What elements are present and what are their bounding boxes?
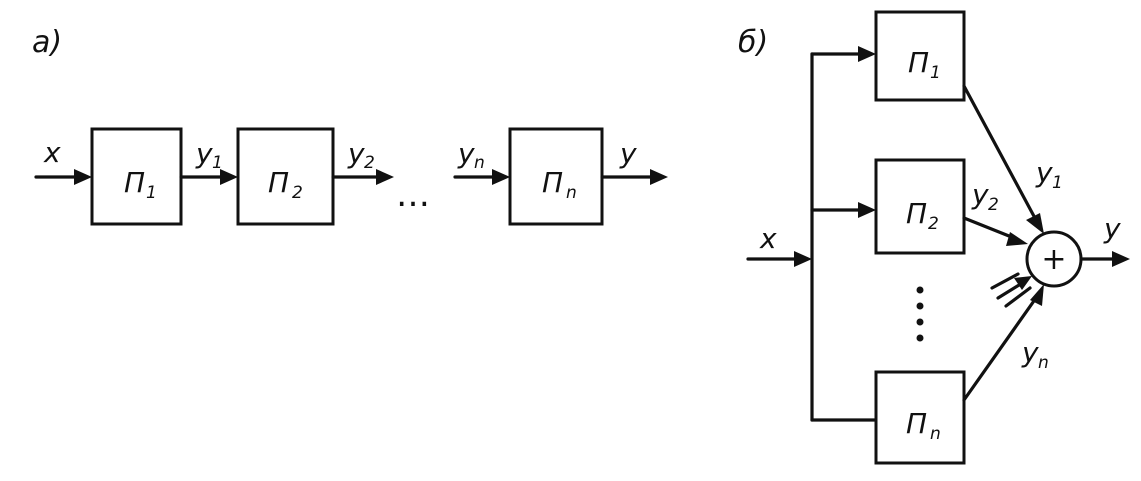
- panel-b-extra-input-3: [1004, 286, 1032, 308]
- panel-b-dot-4: [916, 334, 924, 342]
- panel-b-parallel: б) x П 1 П 2 П n +: [738, 10, 1130, 465]
- panel-b-block-1-name: П: [908, 46, 929, 79]
- panel-b-signal-n-sub: n: [1038, 353, 1049, 373]
- panel-a-link-n-in-arrowhead: [492, 169, 510, 185]
- panel-b-block-1: [874, 10, 966, 102]
- panel-b-block-2: [874, 158, 966, 255]
- panel-a-ellipsis: …: [396, 175, 430, 215]
- panel-a-block-n-name: П: [542, 166, 563, 199]
- panel-b-dot-1: [916, 286, 924, 294]
- panel-b-dot-3: [916, 318, 924, 326]
- panel-b-output-label: y: [1103, 212, 1121, 245]
- panel-a-input-arrowhead: [74, 169, 92, 185]
- panel-b-branch-1-arrowhead: [858, 46, 876, 62]
- panel-b-y2-arrowhead: [1006, 232, 1028, 246]
- panel-a-block-2-name: П: [268, 166, 289, 199]
- panel-b-input-arrowhead: [794, 251, 812, 267]
- panel-b-y2-line: [962, 216, 1016, 240]
- panel-a-link-2-out-arrowhead: [376, 169, 394, 185]
- panel-a-series: а) x П 1 y 1 П 2 y 2 … y n П n: [32, 25, 668, 226]
- panel-a-signal-2-sub: 2: [364, 153, 375, 173]
- panel-b-block-1-sub: 1: [930, 63, 941, 83]
- panel-b-dot-2: [916, 302, 924, 310]
- panel-b-yn-line: [962, 296, 1038, 402]
- panel-a-signal-2-name: y: [347, 137, 365, 170]
- panel-b-label: б): [738, 25, 768, 60]
- panel-b-signal-1-name: y: [1035, 156, 1053, 189]
- panel-b-summer-sign: +: [1041, 242, 1066, 277]
- panel-a-block-2-sub: 2: [292, 183, 303, 203]
- panel-a-block-1-name: П: [124, 166, 145, 199]
- panel-b-block-n-name: П: [906, 407, 927, 440]
- panel-a-input-label: x: [43, 136, 61, 169]
- panel-a-link-1-2-arrowhead: [220, 169, 238, 185]
- panel-a-signal-1-name: y: [195, 137, 213, 170]
- panel-a-output-label: y: [619, 137, 637, 170]
- panel-b-y1-arrowhead: [1026, 213, 1044, 234]
- panel-b-input-label: x: [759, 222, 777, 255]
- panel-b-yn-arrowhead: [1030, 284, 1044, 306]
- panel-b-extra-input-1: [990, 272, 1020, 290]
- panel-a-signal-1-sub: 1: [212, 153, 223, 173]
- panel-b-output-arrowhead: [1112, 251, 1130, 267]
- panel-b-signal-n-name: y: [1021, 336, 1039, 369]
- panel-a-signal-n-name: y: [457, 137, 475, 170]
- panel-a-label: а): [32, 25, 62, 60]
- panel-b-block-2-sub: 2: [928, 214, 939, 234]
- panel-b-block-n: [874, 370, 966, 465]
- panel-a-output-arrowhead: [650, 169, 668, 185]
- panel-b-branch-2-arrowhead: [858, 202, 876, 218]
- panel-b-extra-arrowhead: [1014, 276, 1032, 290]
- panel-b-signal-2-name: y: [971, 178, 989, 211]
- panel-b-signal-1-sub: 1: [1052, 173, 1063, 193]
- panel-a-block-1-sub: 1: [146, 183, 157, 203]
- panel-b-block-2-name: П: [906, 197, 927, 230]
- panel-a-block-n-sub: n: [566, 183, 577, 203]
- panel-b-y1-line: [962, 84, 1038, 222]
- panel-a-signal-n-sub: n: [474, 153, 485, 173]
- panel-b-signal-2-sub: 2: [988, 195, 999, 215]
- panel-b-block-n-sub: n: [930, 424, 941, 444]
